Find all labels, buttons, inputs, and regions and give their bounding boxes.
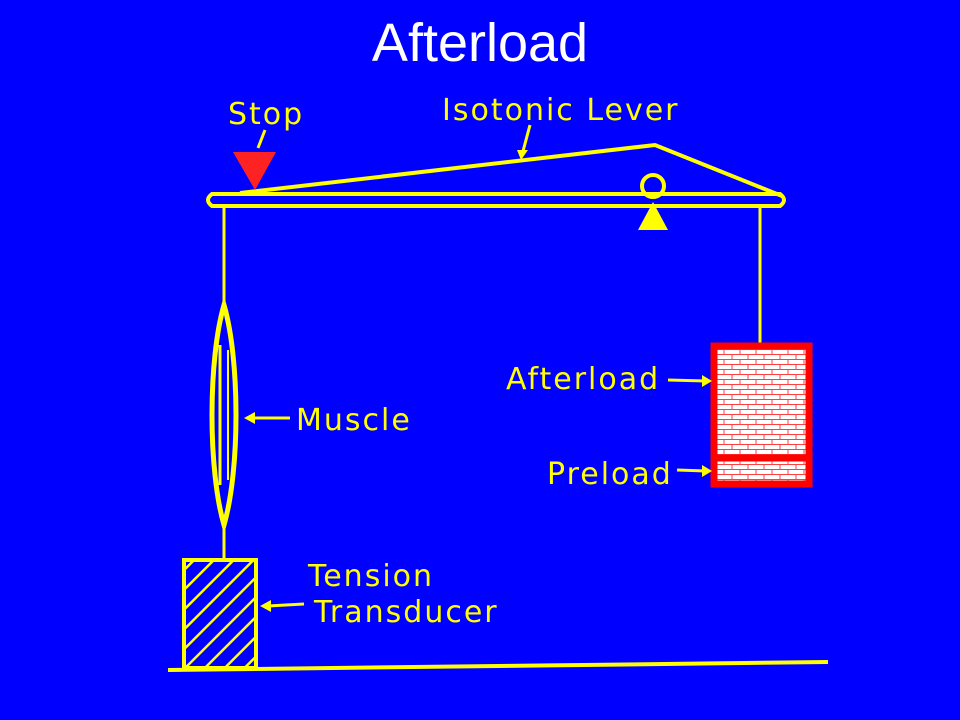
transducer-label: Transducer: [313, 595, 499, 630]
preload-arrowhead: [702, 465, 712, 477]
lever-beam: [206, 192, 786, 208]
tension-transducer-box: [182, 558, 258, 670]
muscle-shape: [209, 296, 239, 534]
muscle-arrowhead: [244, 412, 255, 424]
preload-weight: [710, 454, 813, 488]
afterload-label: Afterload: [506, 362, 660, 397]
afterload-arrowhead: [702, 375, 712, 387]
stop-arrow: [256, 129, 267, 149]
preload-arrow: [676, 468, 707, 473]
tension-label: Tension: [307, 559, 434, 594]
lever-roof: [239, 142, 783, 198]
stop-label: Stop: [228, 97, 304, 132]
base-line: [167, 660, 829, 672]
isotonic-lever-label: Isotonic Lever: [442, 93, 680, 128]
slide-title: Afterload: [371, 13, 589, 73]
afterload-arrow: [667, 378, 707, 383]
fulcrum-pivot: [640, 173, 666, 199]
transducer-arrow: [267, 602, 305, 608]
preload-label: Preload: [547, 457, 673, 492]
afterload-weight: [710, 342, 813, 462]
fulcrum-triangle: [638, 202, 668, 230]
muscle-label: Muscle: [296, 403, 412, 438]
stop-marker: [233, 152, 276, 190]
transducer-arrowhead: [260, 600, 271, 612]
lever-arrowhead: [517, 150, 528, 160]
